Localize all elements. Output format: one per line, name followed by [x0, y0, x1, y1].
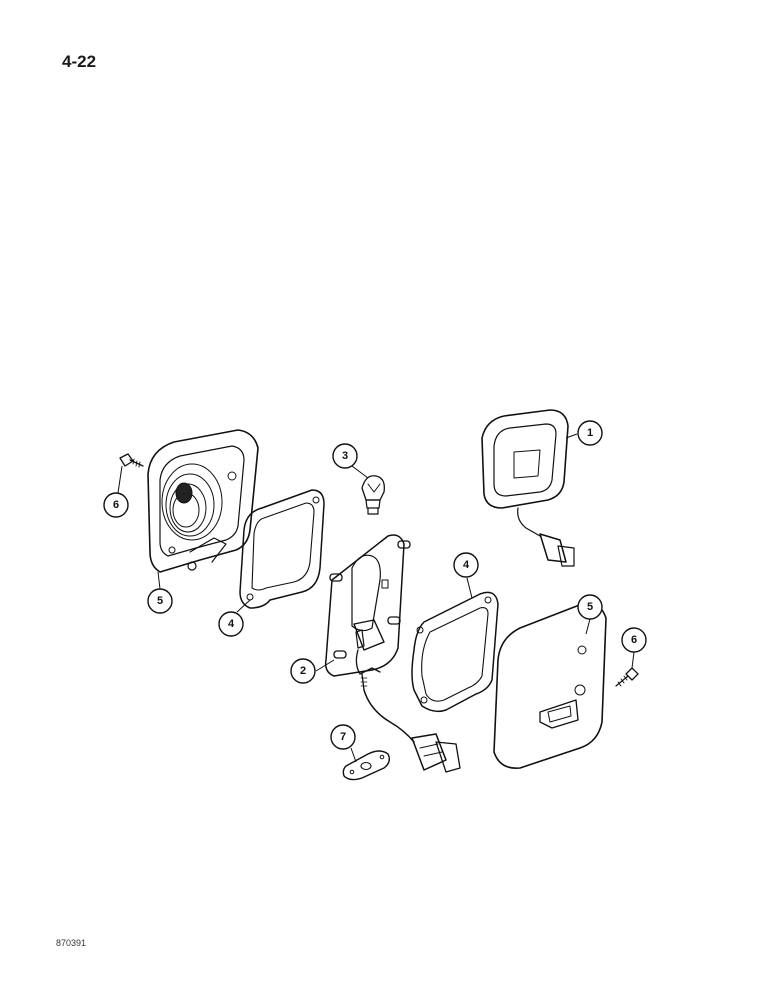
callout-label: 2 — [300, 665, 306, 677]
callout-label: 5 — [157, 595, 163, 607]
mounting-gasket-icon — [342, 750, 391, 781]
callout-label: 1 — [587, 427, 593, 439]
callout-2: 2 — [290, 658, 316, 684]
bulb-icon — [361, 475, 385, 515]
callout-4-left: 4 — [218, 611, 244, 637]
callout-label: 6 — [631, 634, 637, 646]
figure-code: 870391 — [56, 938, 87, 948]
callout-label: 4 — [463, 559, 470, 571]
callout-label: 3 — [342, 450, 348, 462]
leader-lines — [117, 433, 635, 763]
callout-6-left: 6 — [103, 492, 129, 518]
page-number: 4-22 — [62, 52, 97, 71]
lamp-assembly-icon — [481, 409, 575, 567]
callout-label: 5 — [587, 601, 593, 613]
callout-3: 3 — [332, 443, 358, 469]
callout-4-right: 4 — [453, 552, 479, 578]
screw-icon — [615, 667, 639, 687]
lens-housing-icon — [147, 429, 259, 573]
lens-housing-icon — [493, 602, 607, 769]
callout-label: 7 — [340, 731, 346, 743]
callout-1: 1 — [577, 420, 603, 446]
gasket-icon — [411, 591, 499, 713]
bulb-socket-plate-icon — [324, 534, 461, 773]
callout-label: 6 — [113, 499, 119, 511]
callout-label: 4 — [228, 618, 235, 630]
callout-5-right: 5 — [577, 594, 603, 620]
gasket-icon — [239, 489, 325, 609]
callout-6-right: 6 — [621, 627, 647, 653]
callout-7: 7 — [330, 724, 356, 750]
callout-5-left: 5 — [147, 588, 173, 614]
screw-icon — [119, 453, 144, 468]
